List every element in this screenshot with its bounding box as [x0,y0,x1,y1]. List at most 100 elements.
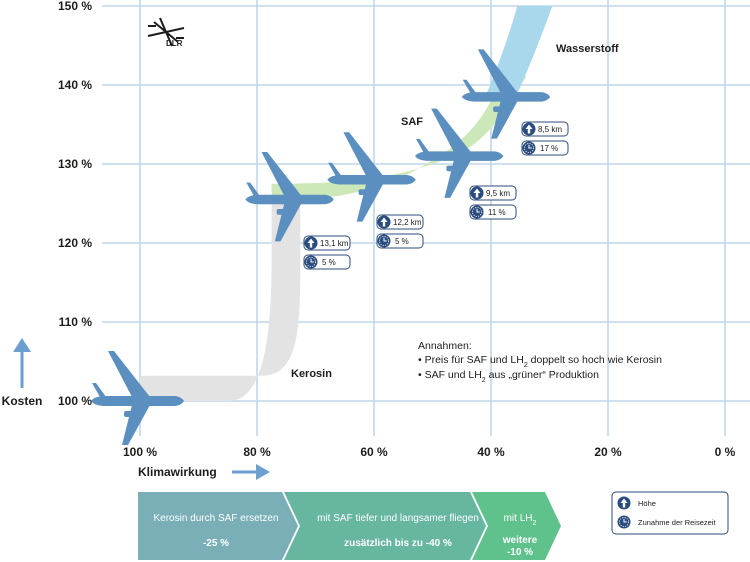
y-axis-title-group: Kosten [2,338,43,408]
x-tick-label: 20 % [594,445,622,459]
aircraft-engine [493,106,503,113]
aircraft-fuselage [327,175,416,185]
y-axis-title: Kosten [2,394,43,408]
x-tick-label: 40 % [477,445,505,459]
height-badge: 9,5 km [469,185,517,201]
region-label: Wasserstoff [556,43,619,55]
x-tick-label: 60 % [360,445,388,459]
dlr-logo-text: DLR [166,39,183,48]
clock-dial [619,517,629,527]
height-arrow-glyph [380,217,388,227]
banner-3-line3: -10 % [507,547,533,558]
time-badge: 5 % [376,233,424,249]
banner-1-line2: -25 % [203,538,229,549]
aircraft-icon [245,152,334,242]
aircraft-tail [462,79,477,94]
aircraft-engine [450,140,460,147]
assumption-1-a: • Preis für SAF und LH [418,354,524,366]
banner-segment-3 [472,492,561,560]
time-badge: 5 % [303,254,351,270]
aircraft-icon [327,132,416,222]
clock-dial [524,143,534,153]
aircraft-engine [128,385,138,391]
assumption-2-b: aus „grüner“ Produktion [486,369,599,381]
assumptions-box: Annahmen: • Preis für SAF und LH2 doppel… [418,340,662,384]
aircraft-wing-lower [356,183,384,222]
clock-hands [383,237,387,242]
labels-layer: Kerosin SAF Wasserstoff [291,43,619,380]
aircraft-fuselage [415,151,504,161]
region-label: Kerosin [291,368,332,380]
aircraft-tail [92,383,106,397]
assumption-1: • Preis für SAF und LH2 doppelt so hoch … [418,354,662,369]
aircraft-fuselage [91,396,184,406]
height-badge-value: 13,1 km [320,239,349,248]
aircraft-wing-upper [431,108,472,153]
y-axis-arrow-head [13,338,31,352]
y-tick-label: 100 % [58,394,92,408]
height-arrow-glyph [473,188,481,198]
banner-3-line1-main: mit LH [504,513,533,524]
banner-segment-2 [284,492,486,560]
clock-hands [623,518,627,523]
grid-lines: 100 %80 %60 %40 %20 %0 %100 %110 %120 %1… [58,0,750,459]
dlr-logo: DLR [147,17,185,48]
aircraft-wing-lower [491,100,518,139]
clock-hands [310,258,314,263]
time-badge-value: 11 % [488,208,506,217]
aircraft-fuselage [245,194,334,205]
legend-height-label: Höhe [638,499,656,508]
aircraft-engine [362,164,372,171]
banner-1-line1: Kerosin durch SAF ersetzen [153,513,278,524]
aircraft-wing-upper [477,49,518,94]
y-tick-label: 130 % [58,157,92,171]
height-arrow-glyph [307,238,315,248]
banner-3-line1: mit LH2 [504,513,537,527]
aircraft-wing-lower [444,159,472,198]
time-badge-value: 17 % [540,144,558,153]
saf-band [271,65,527,202]
legend-box [611,491,729,535]
assumption-1-sub: 2 [524,362,528,369]
badges-layer: 13,1 km 5 % 12,2 km 5 % 9,5 km 11 % 8,5 km 17 % [303,121,569,270]
assumption-1-b: doppelt so hoch wie Kerosin [528,354,662,366]
height-arrow-glyph [525,124,533,134]
height-badge-value: 12,2 km [393,218,422,227]
banner-2-line1: mit SAF tiefer und langsamer fliegen [317,513,479,524]
assumption-2: • SAF und LH2 aus „grüner“ Produktion [418,369,599,384]
height-badge-value: 9,5 km [486,189,510,198]
x-tick-label: 0 % [715,445,736,459]
y-tick-label: 140 % [58,78,92,92]
kerosin-band [140,203,301,401]
aircraft-icon [91,351,184,445]
aircraft-engine [446,165,456,172]
legend-icons [617,496,631,529]
aircraft-wing-upper [343,132,384,176]
y-tick-label: 150 % [58,0,92,13]
aircraft-engine [276,209,287,215]
time-badge-value: 5 % [322,258,336,267]
height-badge: 8,5 km [521,121,569,137]
clock-hands [528,144,532,149]
region-label: SAF [401,116,423,128]
x-tick-label: 80 % [243,445,271,459]
clock-dial [306,257,316,267]
clock-dial [379,236,389,246]
aircraft-tail [328,162,342,176]
banner-3-line2: weitere [502,535,538,546]
height-badge: 12,2 km [376,214,424,230]
aircraft-wing-lower [274,203,302,242]
y-tick-label: 120 % [58,236,92,250]
clock-dial [472,207,482,217]
x-axis-arrow-head [256,464,270,480]
aircraft-tail [246,182,260,196]
aircraft-tail [415,139,430,153]
clock-hands [476,208,480,213]
assumption-2-sub: 2 [482,377,486,384]
legend-time-label: Zunahme der Reisezeit [638,518,716,527]
aircraft-wing-upper [261,152,302,196]
aircraft-engine [124,411,134,417]
assumptions-title: Annahmen: [418,340,472,352]
aircraft-engine [358,189,369,195]
aircraft-engine [280,184,290,191]
